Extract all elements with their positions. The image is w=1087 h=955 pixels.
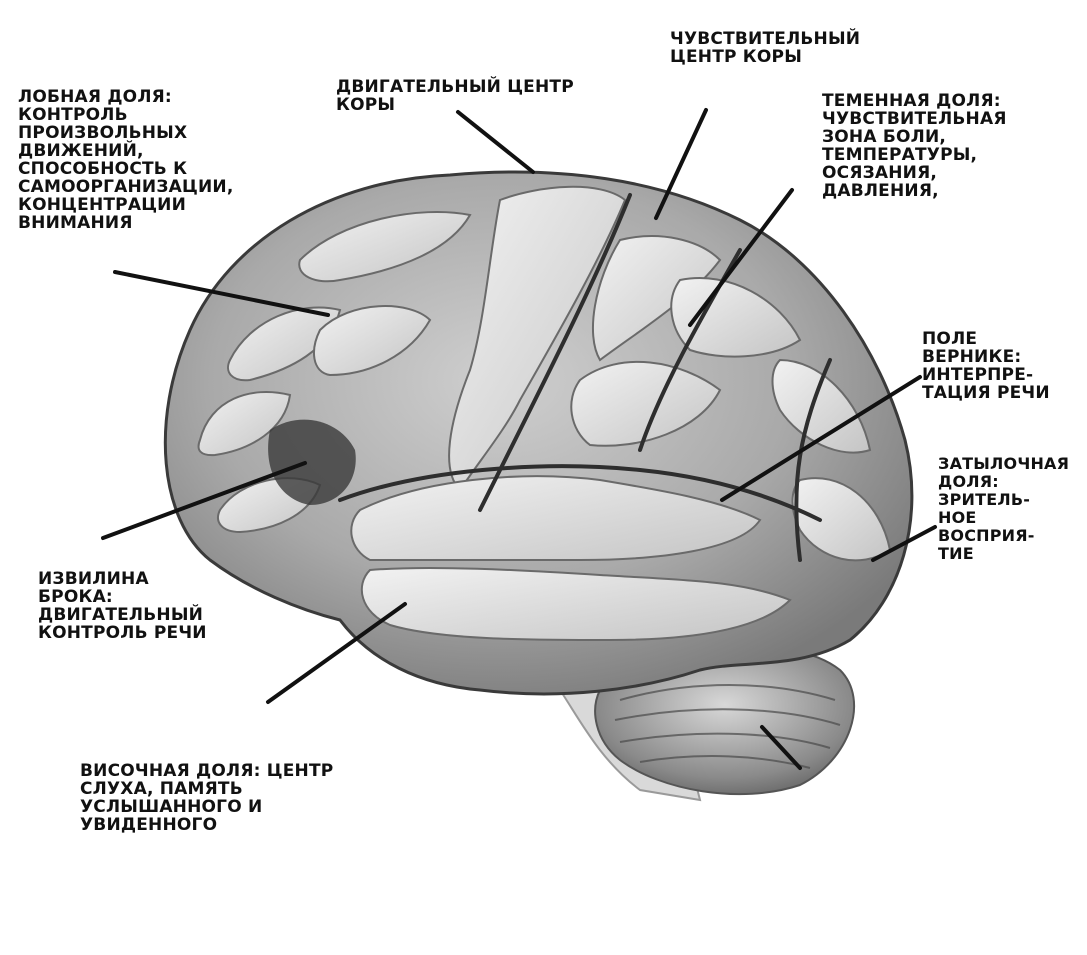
label-wernicke-area: ПОЛЕ ВЕРНИКЕ: ИНТЕРПРЕ- ТАЦИЯ РЕЧИ <box>922 330 1050 402</box>
label-motor-center: ДВИГАТЕЛЬНЫЙ ЦЕНТР КОРЫ <box>336 78 574 114</box>
label-frontal-lobe: ЛОБНАЯ ДОЛЯ: КОНТРОЛЬ ПРОИЗВОЛЬНЫХ ДВИЖЕ… <box>18 88 233 232</box>
label-broca-area: ИЗВИЛИНА БРОКА: ДВИГАТЕЛЬНЫЙ КОНТРОЛЬ РЕ… <box>38 570 207 642</box>
label-occipital-lobe: ЗАТЫЛОЧНАЯ ДОЛЯ: ЗРИТЕЛЬ- НОЕ ВОСПРИЯ- Т… <box>938 455 1069 563</box>
label-parietal-lobe: ТЕМЕННАЯ ДОЛЯ: ЧУВСТВИТЕЛЬНАЯ ЗОНА БОЛИ,… <box>822 92 1007 200</box>
label-sensory-center: ЧУВСТВИТЕЛЬНЫЙ ЦЕНТР КОРЫ <box>670 30 860 66</box>
pointer-motor <box>458 112 533 172</box>
label-temporal-lobe: ВИСОЧНАЯ ДОЛЯ: ЦЕНТР СЛУХА, ПАМЯТЬ УСЛЫШ… <box>80 762 333 834</box>
